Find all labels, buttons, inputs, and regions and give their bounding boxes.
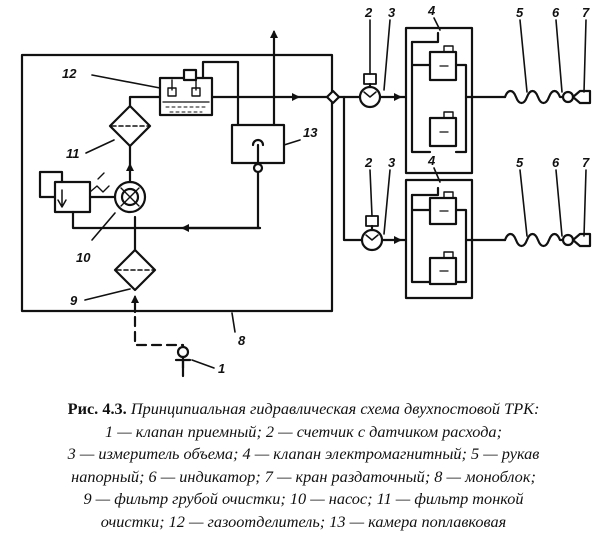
- label-11: 11: [66, 146, 80, 161]
- meter-b: [360, 228, 384, 252]
- nozzle-b: [571, 232, 592, 248]
- label-7b: 7: [582, 155, 590, 170]
- pump: [113, 180, 147, 214]
- indicator-a: [561, 90, 575, 104]
- solenoid-valve-a: [404, 26, 474, 175]
- label-13: 13: [303, 125, 318, 140]
- label-8: 8: [238, 333, 246, 348]
- label-9: 9: [70, 293, 78, 308]
- label-2b: 2: [364, 155, 373, 170]
- figure-number: Рис. 4.3.: [67, 399, 127, 418]
- caption-line: напорный; 6 — индикатор; 7 — кран раздат…: [71, 466, 536, 486]
- meter-a: [358, 85, 382, 109]
- coarse-filter: [113, 248, 157, 292]
- hose-a: [503, 89, 565, 105]
- flow-sensor-b: [365, 215, 379, 227]
- label-2a: 2: [364, 5, 373, 20]
- nozzle-a: [571, 89, 592, 105]
- tee-valve: [325, 89, 341, 105]
- label-1: 1: [218, 361, 225, 376]
- label-7a: 7: [582, 5, 590, 20]
- solenoid-valve-b: [404, 178, 474, 300]
- label-5a: 5: [516, 5, 524, 20]
- caption-line: Рис. 4.3. Принципиальная гидравлическая …: [0, 398, 607, 421]
- fine-filter: [108, 104, 152, 148]
- label-12: 12: [62, 66, 77, 81]
- caption-title: Принципиальная гидравлическая схема двух…: [130, 399, 540, 418]
- label-6b: 6: [552, 155, 560, 170]
- float-chamber: [230, 123, 286, 174]
- gas-separator: [158, 68, 214, 117]
- caption-line: очистки; 12 — газоотделитель; 13 — камер…: [100, 511, 507, 531]
- hydraulic-diagram: 12 11 10 9 13 8 1 2 3 4 5 6 7 2 3 4 5 6 …: [20, 3, 592, 378]
- label-3b: 3: [388, 155, 396, 170]
- flow-sensor-a: [363, 73, 377, 85]
- label-10: 10: [76, 250, 91, 265]
- receiving-valve: [174, 345, 192, 378]
- label-4b: 4: [427, 153, 436, 168]
- hose-b: [503, 232, 565, 248]
- inlet-dashed-line: [133, 310, 185, 370]
- label-3a: 3: [388, 5, 396, 20]
- indicator-b: [561, 233, 575, 247]
- caption-line: 1 — клапан приемный; 2 — счетчик с датчи…: [105, 421, 502, 441]
- monoblock-frame: [20, 53, 334, 313]
- figure-caption: Рис. 4.3. Принципиальная гидравлическая …: [0, 398, 607, 534]
- label-5b: 5: [516, 155, 524, 170]
- label-6a: 6: [552, 5, 560, 20]
- label-4a: 4: [427, 3, 436, 18]
- caption-line: 3 — измеритель объема; 4 — клапан электр…: [67, 444, 540, 464]
- caption-line: 9 — фильтр грубой очистки; 10 — насос; 1…: [83, 489, 524, 509]
